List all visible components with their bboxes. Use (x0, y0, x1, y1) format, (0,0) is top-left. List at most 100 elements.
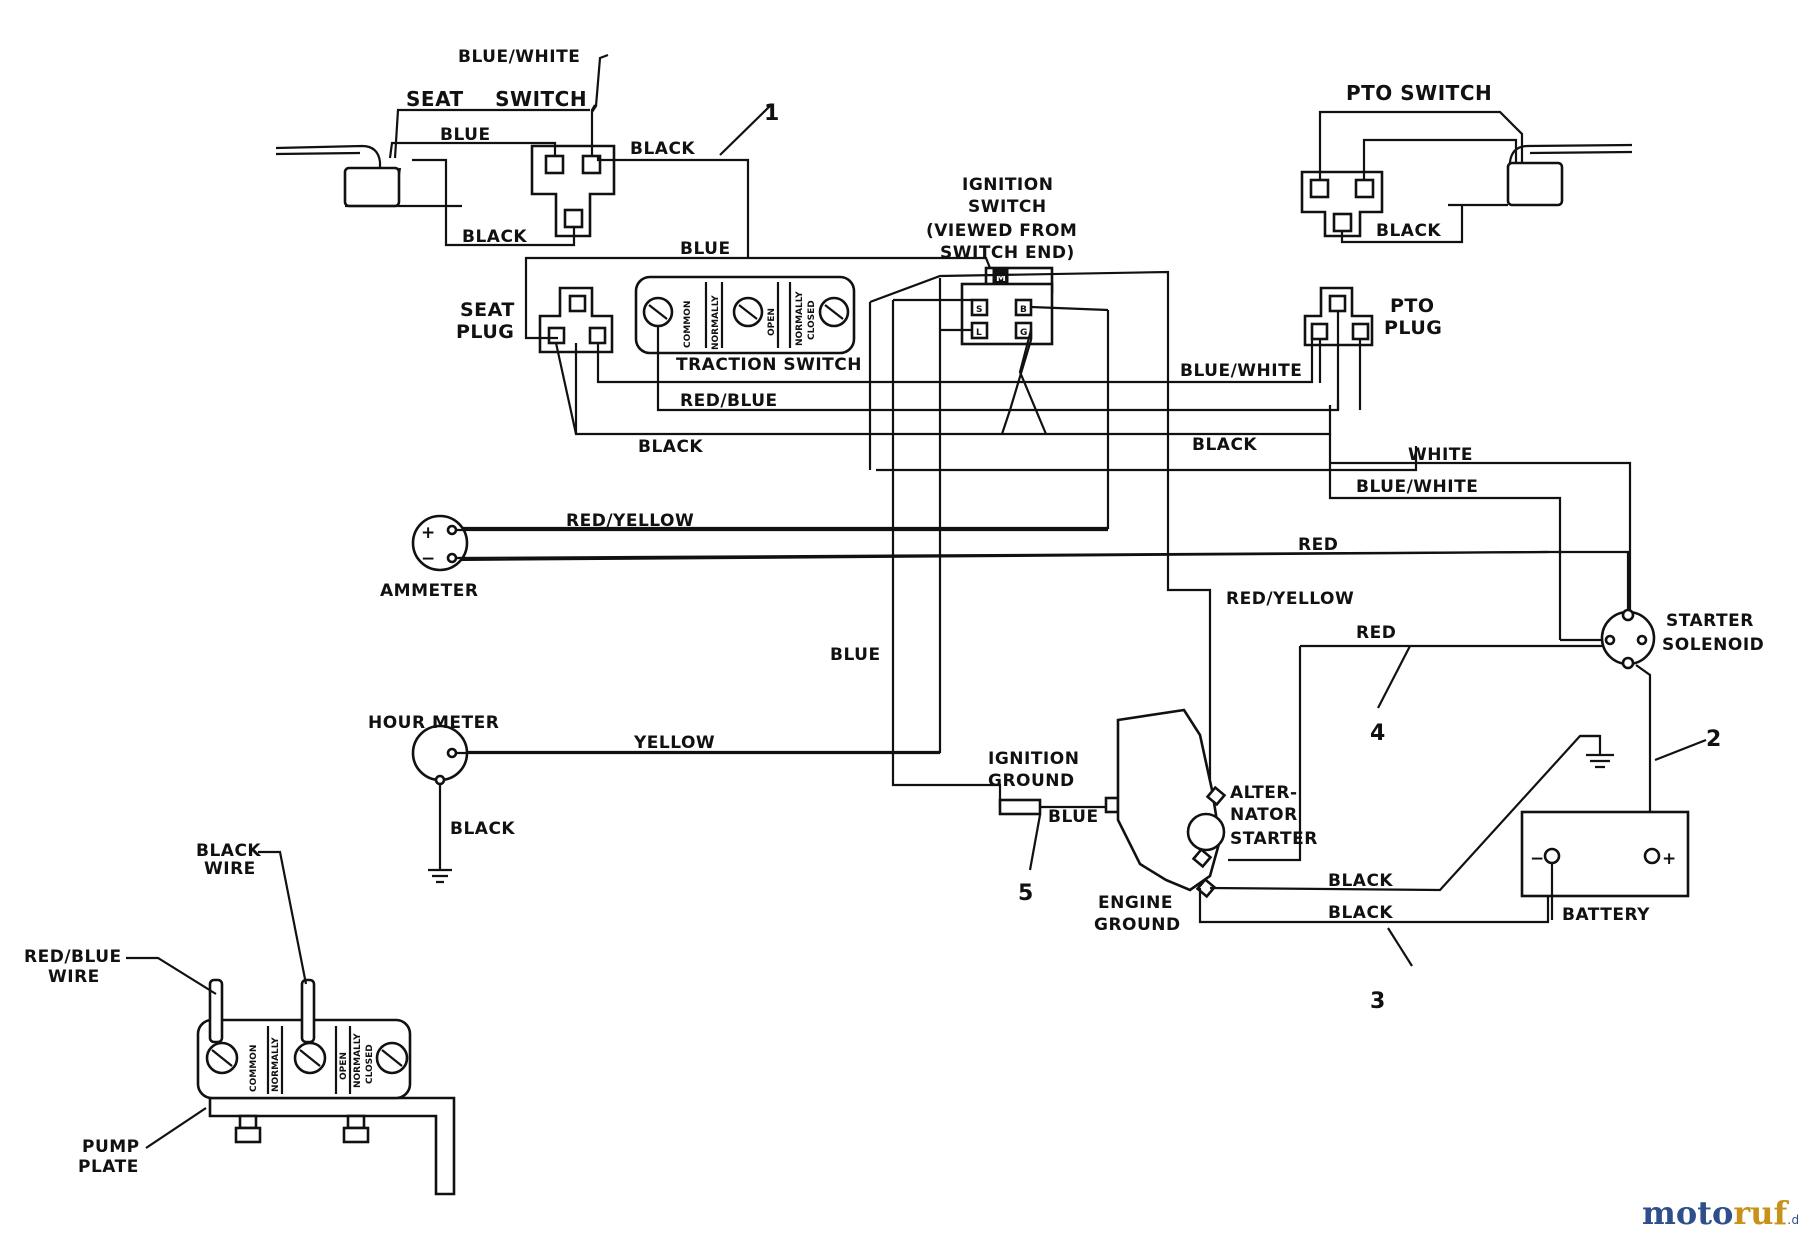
callout-2: 2 (1706, 727, 1722, 752)
ignition-terminal-b: B (1020, 305, 1027, 315)
pto-switch-label: PTO SWITCH (1346, 81, 1492, 105)
pto-switch (1300, 143, 1633, 238)
wire-label-red-2: RED (1356, 623, 1396, 643)
alternator-label-1: ALTER- (1230, 783, 1298, 803)
pump-plate-inset: COMMON NORMALLY OPEN NORMALLY CLOSED (196, 978, 456, 1196)
seat-switch (275, 144, 616, 238)
ignition-ground (998, 796, 1120, 816)
engine-ground-label-2: GROUND (1094, 915, 1181, 935)
ammeter: + − (411, 514, 469, 572)
starter-solenoid-label-1: STARTER (1666, 611, 1754, 631)
ignition-terminal-g: G (1020, 328, 1027, 338)
wire-label-red-yellow-1: RED/YELLOW (566, 511, 694, 531)
inset-normally-label: NORMALLY (271, 1037, 281, 1092)
callout-5-leader (1028, 814, 1042, 871)
starter-solenoid-label-2: SOLENOID (1662, 635, 1764, 655)
watermark-logo: motoruf.de (1642, 1194, 1800, 1232)
wire-label-blue-white-2: BLUE/WHITE (1180, 361, 1302, 381)
wire-label-red-1: RED (1298, 535, 1338, 555)
pto-plug-label-1: PTO (1390, 295, 1435, 317)
traction-normally-label: NORMALLY (711, 295, 721, 350)
wire-label-white: WHITE (1408, 445, 1473, 465)
starter-solenoid (1600, 608, 1656, 670)
wire-label-black-2: BLACK (462, 227, 527, 247)
alternator-label-2: NATOR (1230, 805, 1298, 825)
inset-pump-plate-label-2: PLATE (78, 1157, 139, 1177)
inset-red-blue-wire-label-2: WIRE (48, 967, 100, 987)
traction-switch (634, 275, 856, 355)
inset-red-blue-leader (126, 956, 217, 995)
ammeter-label: AMMETER (380, 581, 478, 601)
wire-label-red-blue: RED/BLUE (680, 391, 778, 411)
callout-4: 4 (1370, 721, 1386, 746)
wire-label-black-5: BLACK (450, 819, 515, 839)
ignition-switch-label-3: (VIEWED FROM (926, 221, 1077, 241)
inset-black-wire-leader (258, 850, 308, 985)
ammeter-minus: − (421, 549, 436, 569)
seat-switch-label: SEAT SWITCH (406, 87, 587, 111)
callout-5: 5 (1018, 881, 1034, 906)
hour-meter-label: HOUR METER (368, 713, 499, 733)
traction-open-label: OPEN (767, 308, 777, 336)
inset-pump-plate-leader (145, 1107, 207, 1149)
inset-closed-label: CLOSED (365, 1044, 375, 1084)
ignition-switch-label-2: SWITCH (968, 197, 1047, 217)
svg-text:motoruf.de: motoruf.de (1642, 1194, 1800, 1232)
inset-black-wire-label-2: WIRE (204, 859, 256, 879)
battery-plus: + (1662, 849, 1677, 869)
ignition-terminal-l: L (976, 328, 982, 338)
wire-label-black-3: BLACK (638, 437, 703, 457)
ignition-terminal-m: M (996, 273, 1006, 284)
wire-label-blue-white-3: BLUE/WHITE (1356, 477, 1478, 497)
wire-label-blue-4: BLUE (1048, 807, 1099, 827)
starter-label: STARTER (1230, 829, 1318, 849)
wire-label-yellow: YELLOW (633, 733, 715, 753)
ignition-terminal-s: S (976, 305, 982, 315)
callout-3: 3 (1370, 989, 1386, 1014)
callout-1-leader (719, 105, 771, 156)
ignition-switch-label-1: IGNITION (962, 175, 1053, 195)
inset-black-wire-label-1: BLACK (196, 841, 261, 861)
ignition-ground-label-1: IGNITION (988, 749, 1079, 769)
inset-common-label: COMMON (249, 1045, 259, 1092)
engine (1116, 708, 1227, 899)
traction-switch-label: TRACTION SWITCH (676, 355, 862, 375)
watermark-part1: moto (1642, 1194, 1733, 1232)
wire-label-blue-3: BLUE (830, 645, 881, 665)
wire-label-black-pto: BLACK (1376, 221, 1441, 241)
wire-label-red-yellow-2: RED/YELLOW (1226, 589, 1354, 609)
pto-plug-label-2: PLUG (1384, 317, 1442, 339)
inset-red-blue-wire-label-1: RED/BLUE (24, 947, 122, 967)
battery-label: BATTERY (1562, 905, 1650, 925)
seat-plug-label-1: SEAT (460, 299, 515, 321)
ignition-switch: M S B L G (960, 266, 1054, 346)
wire-label-blue-1: BLUE (440, 125, 491, 145)
inset-normally2-label: NORMALLY (353, 1033, 363, 1088)
traction-normally2-label: NORMALLY (795, 291, 805, 346)
watermark-part2: ruf (1733, 1194, 1789, 1232)
battery-minus: − (1530, 849, 1545, 869)
hour-meter (411, 724, 469, 786)
wire-label-black-4: BLACK (1192, 435, 1257, 455)
seat-plug (538, 286, 614, 354)
callout-2-leader (1654, 738, 1707, 762)
engine-ground-label-1: ENGINE (1098, 893, 1173, 913)
ammeter-plus: + (421, 523, 436, 543)
callout-1: 1 (764, 101, 780, 126)
traction-closed-label: CLOSED (807, 300, 817, 340)
wire-label-black-1: BLACK (630, 139, 695, 159)
inset-open-label: OPEN (339, 1052, 349, 1080)
seat-plug-label-2: PLUG (456, 321, 514, 343)
watermark-suffix: .de (1787, 1213, 1800, 1227)
callout-3-leader (1387, 927, 1413, 967)
battery: − + (1520, 810, 1690, 898)
inset-pump-plate-label-1: PUMP (82, 1137, 140, 1157)
wire-label-blue-white-1: BLUE/WHITE (458, 47, 580, 67)
ignition-switch-label-4: SWITCH END) (940, 243, 1075, 263)
ignition-ground-label-2: GROUND (988, 771, 1075, 791)
wire-label-blue-2: BLUE (680, 239, 731, 259)
traction-common-label: COMMON (683, 301, 693, 348)
callout-4-leader (1377, 645, 1411, 709)
wire-label-black-7: BLACK (1328, 903, 1393, 923)
